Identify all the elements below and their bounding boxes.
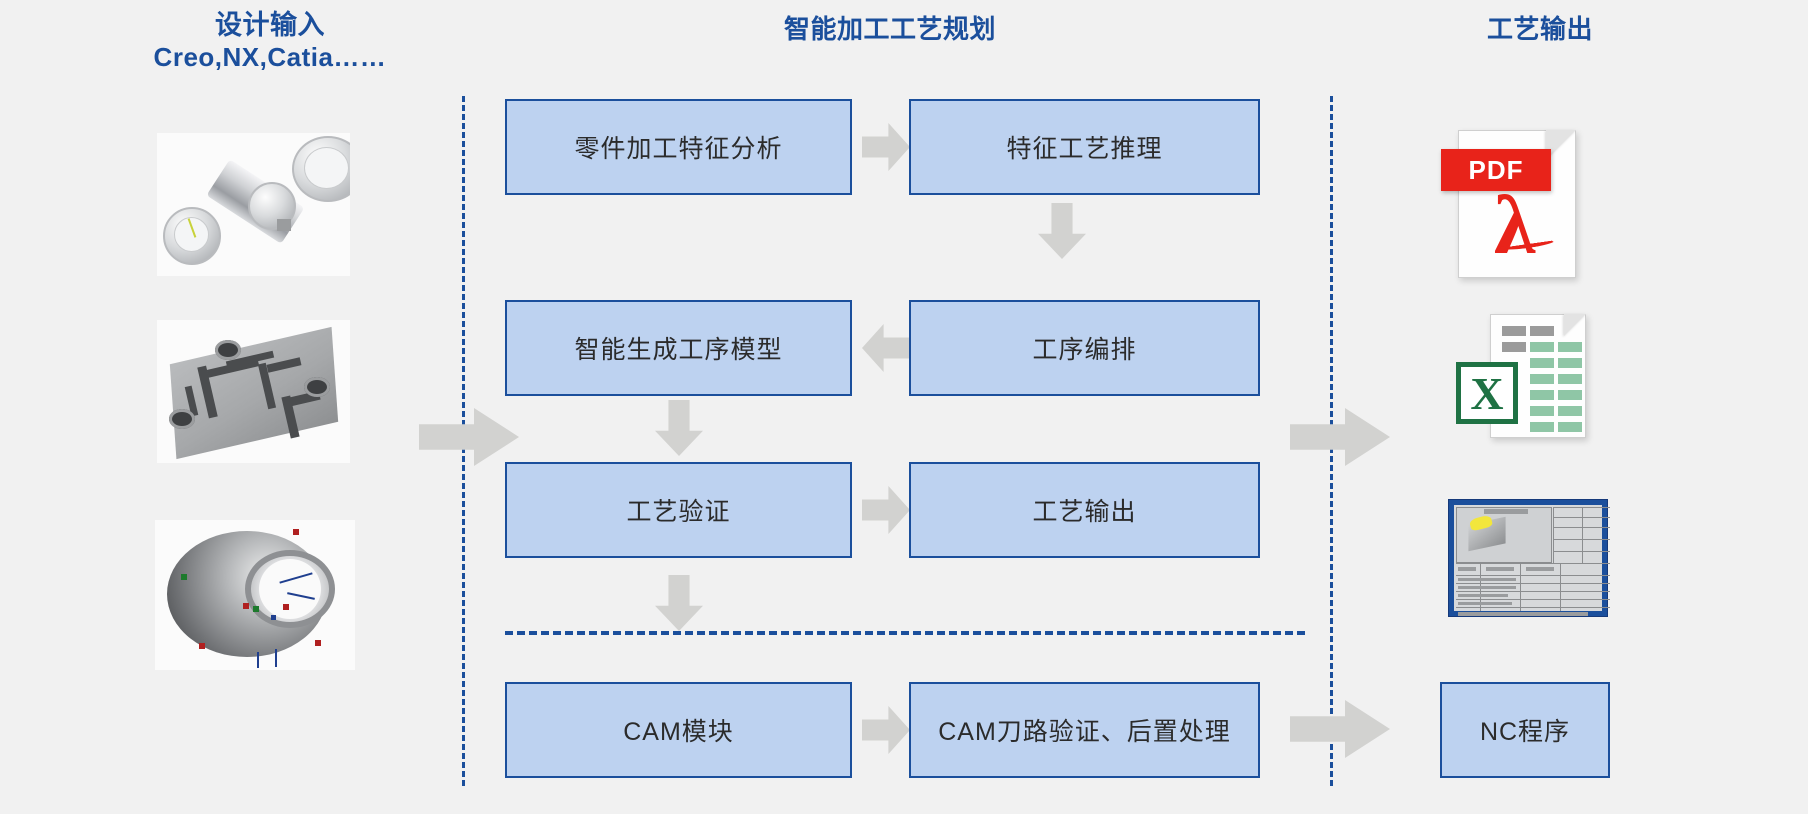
- arrow-validation-to-output: [862, 486, 910, 534]
- box-process-output-label: 工艺输出: [1032, 498, 1137, 526]
- box-operation-sequencing[interactable]: 工序编排: [909, 300, 1260, 396]
- box-generate-model[interactable]: 智能生成工序模型: [505, 300, 852, 396]
- arrow-input-to-planning: [419, 408, 519, 466]
- mold-plate-thumbnail: [157, 320, 350, 463]
- box-process-validation-label: 工艺验证: [626, 498, 731, 526]
- box-cam-module[interactable]: CAM模块: [505, 682, 852, 778]
- box-nc-program[interactable]: NC程序: [1440, 682, 1610, 778]
- arrow-analysis-to-reasoning: [862, 123, 910, 171]
- shaft-housing-thumbnail: [157, 133, 350, 276]
- excel-icon: X: [1452, 310, 1602, 442]
- engine-casing-thumbnail: [155, 520, 355, 670]
- arrow-verify-to-nc: [1290, 700, 1390, 758]
- arrow-planning-to-output: [1290, 408, 1390, 466]
- arrow-cam-to-verify: [862, 706, 910, 754]
- pdf-label: PDF: [1441, 149, 1551, 191]
- box-generate-model-label: 智能生成工序模型: [574, 336, 783, 364]
- excel-badge: X: [1456, 362, 1518, 424]
- box-cam-module-label: CAM模块: [623, 718, 734, 746]
- pdf-swirl-glyph: λ: [1494, 179, 1536, 272]
- box-operation-sequencing-label: 工序编排: [1032, 336, 1137, 364]
- pdf-icon: PDF λ: [1440, 122, 1610, 280]
- design-input-title-line2: Creo,NX,Catia……: [153, 41, 387, 72]
- box-nc-program-label: NC程序: [1479, 718, 1571, 746]
- box-process-output[interactable]: 工艺输出: [909, 462, 1260, 558]
- design-input-title-line1: 设计输入: [215, 10, 325, 40]
- box-process-validation[interactable]: 工艺验证: [505, 462, 852, 558]
- box-feature-reasoning[interactable]: 特征工艺推理: [909, 99, 1260, 195]
- output-title: 工艺输出: [1486, 14, 1593, 44]
- arrow-sequencing-to-model: [862, 324, 910, 372]
- box-cam-verify[interactable]: CAM刀路验证、后置处理: [909, 682, 1260, 778]
- design-input-title: 设计输入 Creo,NX,Catia……: [60, 10, 480, 73]
- box-feature-analysis[interactable]: 零件加工特征分析: [505, 99, 852, 195]
- box-feature-analysis-label: 零件加工特征分析: [574, 135, 783, 163]
- arrow-reasoning-to-sequencing: [1038, 203, 1086, 259]
- box-feature-reasoning-label: 特征工艺推理: [1006, 135, 1163, 163]
- arrow-validation-to-cam: [655, 575, 703, 631]
- process-sheet-icon: [1449, 500, 1610, 616]
- arrow-model-to-validation: [655, 400, 703, 456]
- divider-cam-section-dashed: [505, 631, 1305, 635]
- box-cam-verify-label: CAM刀路验证、后置处理: [938, 718, 1231, 746]
- planning-title: 智能加工工艺规划: [783, 14, 996, 44]
